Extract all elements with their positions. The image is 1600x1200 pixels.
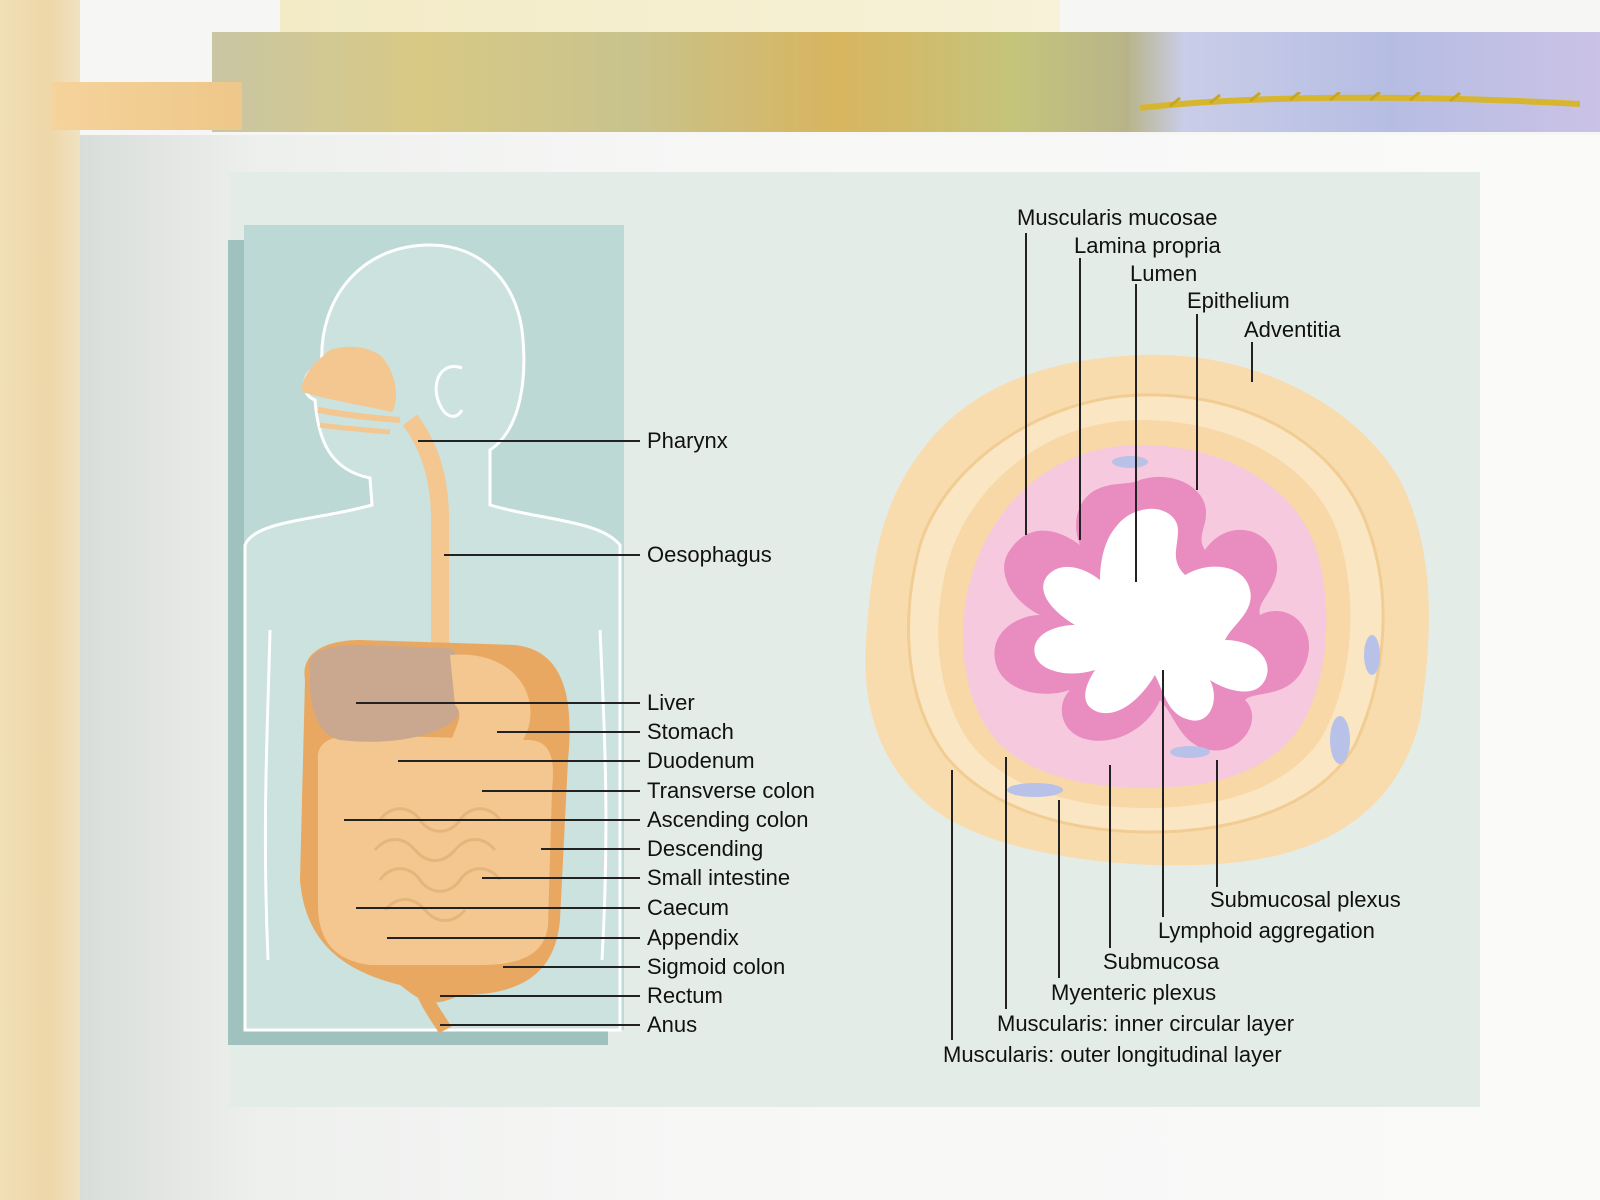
label-stomach: Stomach	[647, 719, 734, 744]
wheat-decoration	[1140, 92, 1580, 111]
label-submucosal-plexus: Submucosal plexus	[1210, 887, 1401, 912]
gut-cross-section	[865, 354, 1429, 866]
stomach-shape	[450, 654, 531, 764]
rectum-shape	[413, 982, 452, 1034]
label-sigmoid-colon: Sigmoid colon	[647, 954, 786, 979]
label-lumen: Lumen	[1130, 261, 1198, 286]
lymphoid-nodes	[1007, 456, 1380, 797]
label-adventitia: Adventitia	[1244, 317, 1341, 342]
small-intestine-coils	[373, 807, 502, 922]
label-caecum: Caecum	[647, 895, 729, 920]
label-descending: Descending	[647, 836, 764, 861]
label-submucosa: Submucosa	[1103, 949, 1220, 974]
label-oesophagus: Oesophagus	[647, 542, 772, 567]
ear-outline	[434, 365, 464, 418]
label-lamina-propria: Lamina propria	[1074, 233, 1221, 258]
liver-shape	[309, 645, 466, 742]
label-anus: Anus	[647, 1012, 698, 1037]
banner-left-decoration	[52, 82, 242, 130]
label-small-intestine: Small intestine	[647, 865, 791, 890]
paper-texture-strip	[0, 0, 80, 1200]
label-appendix: Appendix	[647, 925, 739, 950]
cross-section-leader-lines	[951, 233, 1253, 1040]
label-pharynx: Pharynx	[647, 428, 728, 453]
label-muscularis-inner: Muscularis: inner circular layer	[997, 1011, 1295, 1036]
banner-top-decoration	[280, 0, 1060, 36]
label-myenteric-plexus: Myenteric plexus	[1051, 980, 1217, 1005]
tract-leader-lines	[344, 440, 640, 1026]
oral-cavity	[301, 346, 401, 435]
label-transverse-colon: Transverse colon	[647, 778, 815, 803]
label-muscularis-outer: Muscularis: outer longitudinal layer	[943, 1042, 1282, 1067]
label-epithelium: Epithelium	[1187, 288, 1290, 313]
decorative-banner	[212, 32, 1600, 132]
label-rectum: Rectum	[647, 983, 723, 1008]
label-lymphoid-aggregation: Lymphoid aggregation	[1158, 918, 1375, 943]
label-liver: Liver	[647, 690, 695, 715]
label-duodenum: Duodenum	[647, 748, 755, 773]
label-ascending-colon: Ascending colon	[647, 807, 809, 832]
lumen-space	[1034, 508, 1268, 721]
label-muscularis-mucosae: Muscularis mucosae	[1017, 205, 1218, 230]
oesophagus-tube	[402, 414, 449, 660]
